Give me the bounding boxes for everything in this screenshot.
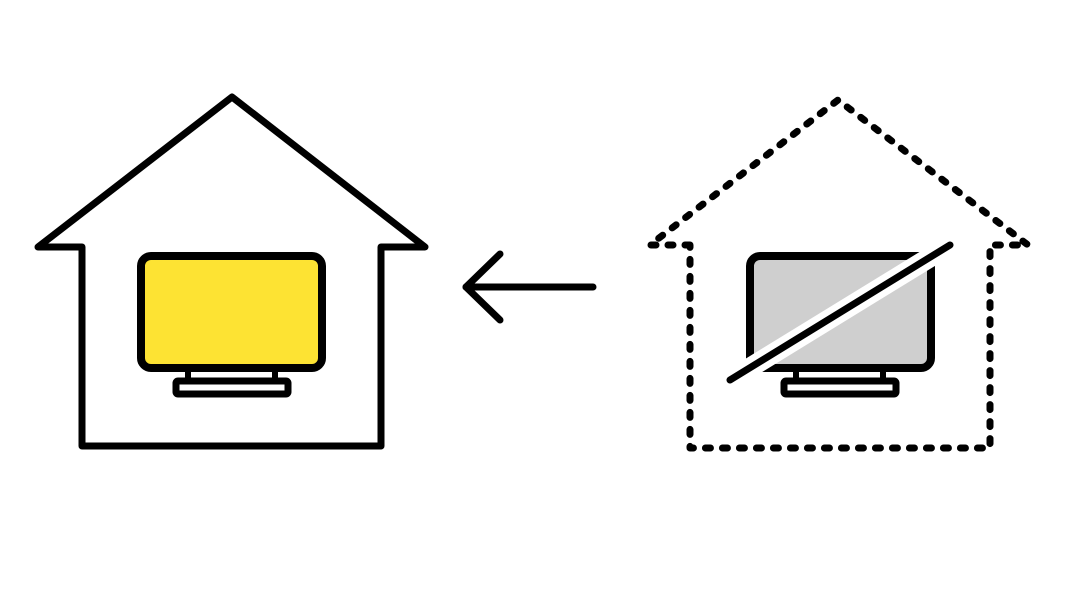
- dotted-house-outline: [646, 96, 1032, 452]
- house-with-tv-icon: [34, 93, 429, 450]
- arrow-left-icon: [462, 250, 597, 324]
- house-outline: [34, 93, 429, 450]
- tv-screen: [137, 252, 326, 372]
- tv-stand-base: [172, 377, 292, 398]
- slash-icon: [726, 241, 954, 384]
- dashed-house-with-no-tv-icon: [646, 96, 1032, 452]
- tv-stand-base: [780, 377, 900, 398]
